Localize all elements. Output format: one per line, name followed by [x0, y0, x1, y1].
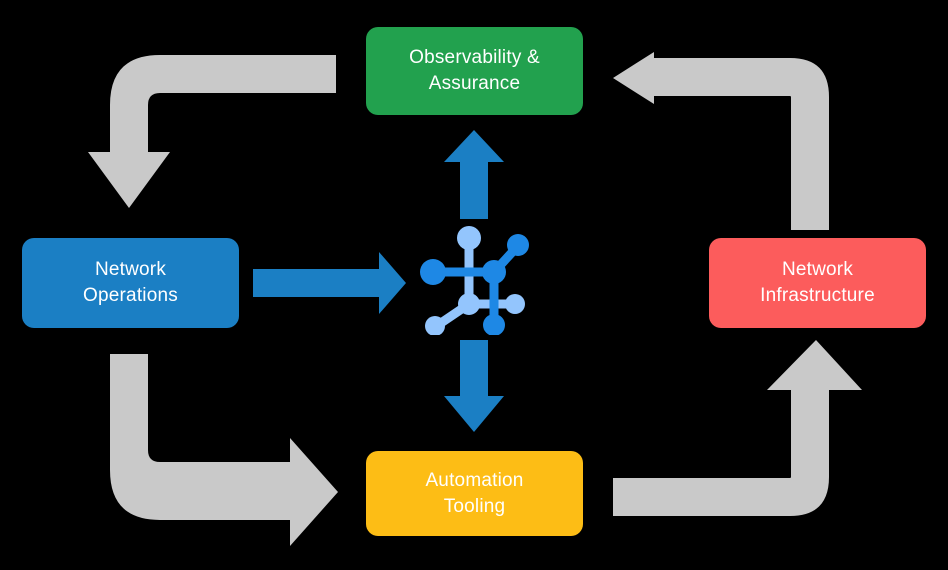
arrow-operations-to-center — [253, 252, 406, 314]
arrow-center-to-observability — [444, 130, 504, 219]
node-network-operations[interactable]: Network Operations — [22, 238, 239, 328]
arrow-operations-to-automation — [110, 354, 338, 546]
arrow-infrastructure-to-observability — [613, 52, 829, 230]
network-topology-icon — [420, 226, 529, 335]
node-automation-tooling[interactable]: Automation Tooling — [366, 451, 583, 536]
node-observability-assurance[interactable]: Observability & Assurance — [366, 27, 583, 115]
network-icon-light-nodes — [425, 226, 525, 335]
network-icon-bright-links — [429, 242, 522, 330]
node-network-infrastructure[interactable]: Network Infrastructure — [709, 238, 926, 328]
network-icon-bright-nodes — [420, 234, 529, 335]
arrow-automation-to-infrastructure — [613, 340, 862, 516]
arrow-observability-to-operations — [88, 55, 336, 208]
arrow-center-to-automation — [444, 340, 504, 432]
